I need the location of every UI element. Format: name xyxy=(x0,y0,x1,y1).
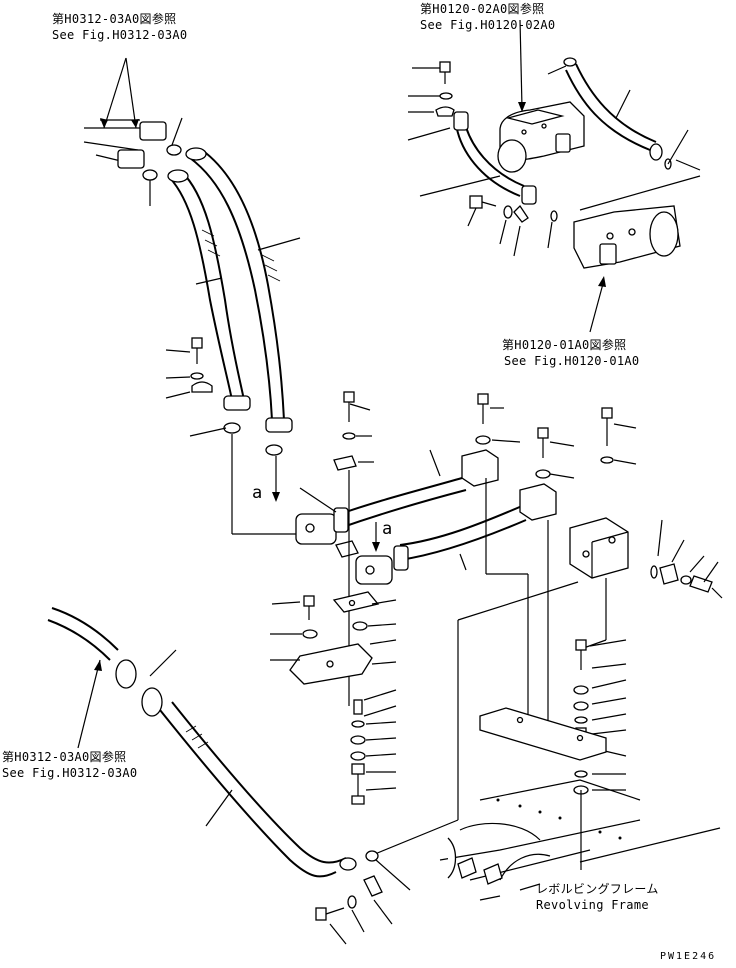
ref-top-right-jp: 第H0120-02A0図参照 xyxy=(420,2,545,16)
drawing-code: PW1E246 xyxy=(660,951,717,962)
ref-top-left-jp: 第H0312-03A0図参照 xyxy=(52,12,177,26)
manifold-block xyxy=(369,478,723,857)
revolving-frame xyxy=(439,779,721,901)
pipe-bottom-left xyxy=(47,607,411,891)
hose-pair-middle xyxy=(295,449,557,585)
marker-a-left: a xyxy=(252,483,263,503)
frame-label-jp: レボルビングフレーム xyxy=(536,882,659,896)
ref-bottom-left-jp: 第H0312-03A0図参照 xyxy=(2,750,127,764)
pipe-stubs-top-left xyxy=(83,117,183,206)
ref-arrows-top-left xyxy=(100,57,139,129)
mounting-plate xyxy=(479,707,607,761)
fastener-stack-middle xyxy=(350,689,397,805)
pump-assembly-top-right xyxy=(407,19,701,333)
hose-pair-left xyxy=(167,147,301,456)
ref-mid-right-en: See Fig.H0120-01A0 xyxy=(504,354,640,368)
marker-a-middle: a xyxy=(382,519,393,539)
ref-mid-right-jp: 第H0120-01A0図参照 xyxy=(502,338,627,352)
ref-bottom-left-en: See Fig.H0312-03A0 xyxy=(2,766,138,780)
ref-top-left-en: See Fig.H0312-03A0 xyxy=(52,28,188,42)
bolt-group-right xyxy=(475,393,637,479)
ref-top-right-en: See Fig.H0120-02A0 xyxy=(420,18,556,32)
bolt-clamp-group-left xyxy=(165,337,227,437)
bolt-group-bottom xyxy=(315,875,393,945)
clamp-group-middle xyxy=(299,391,374,706)
bracket-plate-left xyxy=(270,591,397,685)
frame-label-en: Revolving Frame xyxy=(536,898,649,912)
a-marker-leaders xyxy=(231,434,380,552)
